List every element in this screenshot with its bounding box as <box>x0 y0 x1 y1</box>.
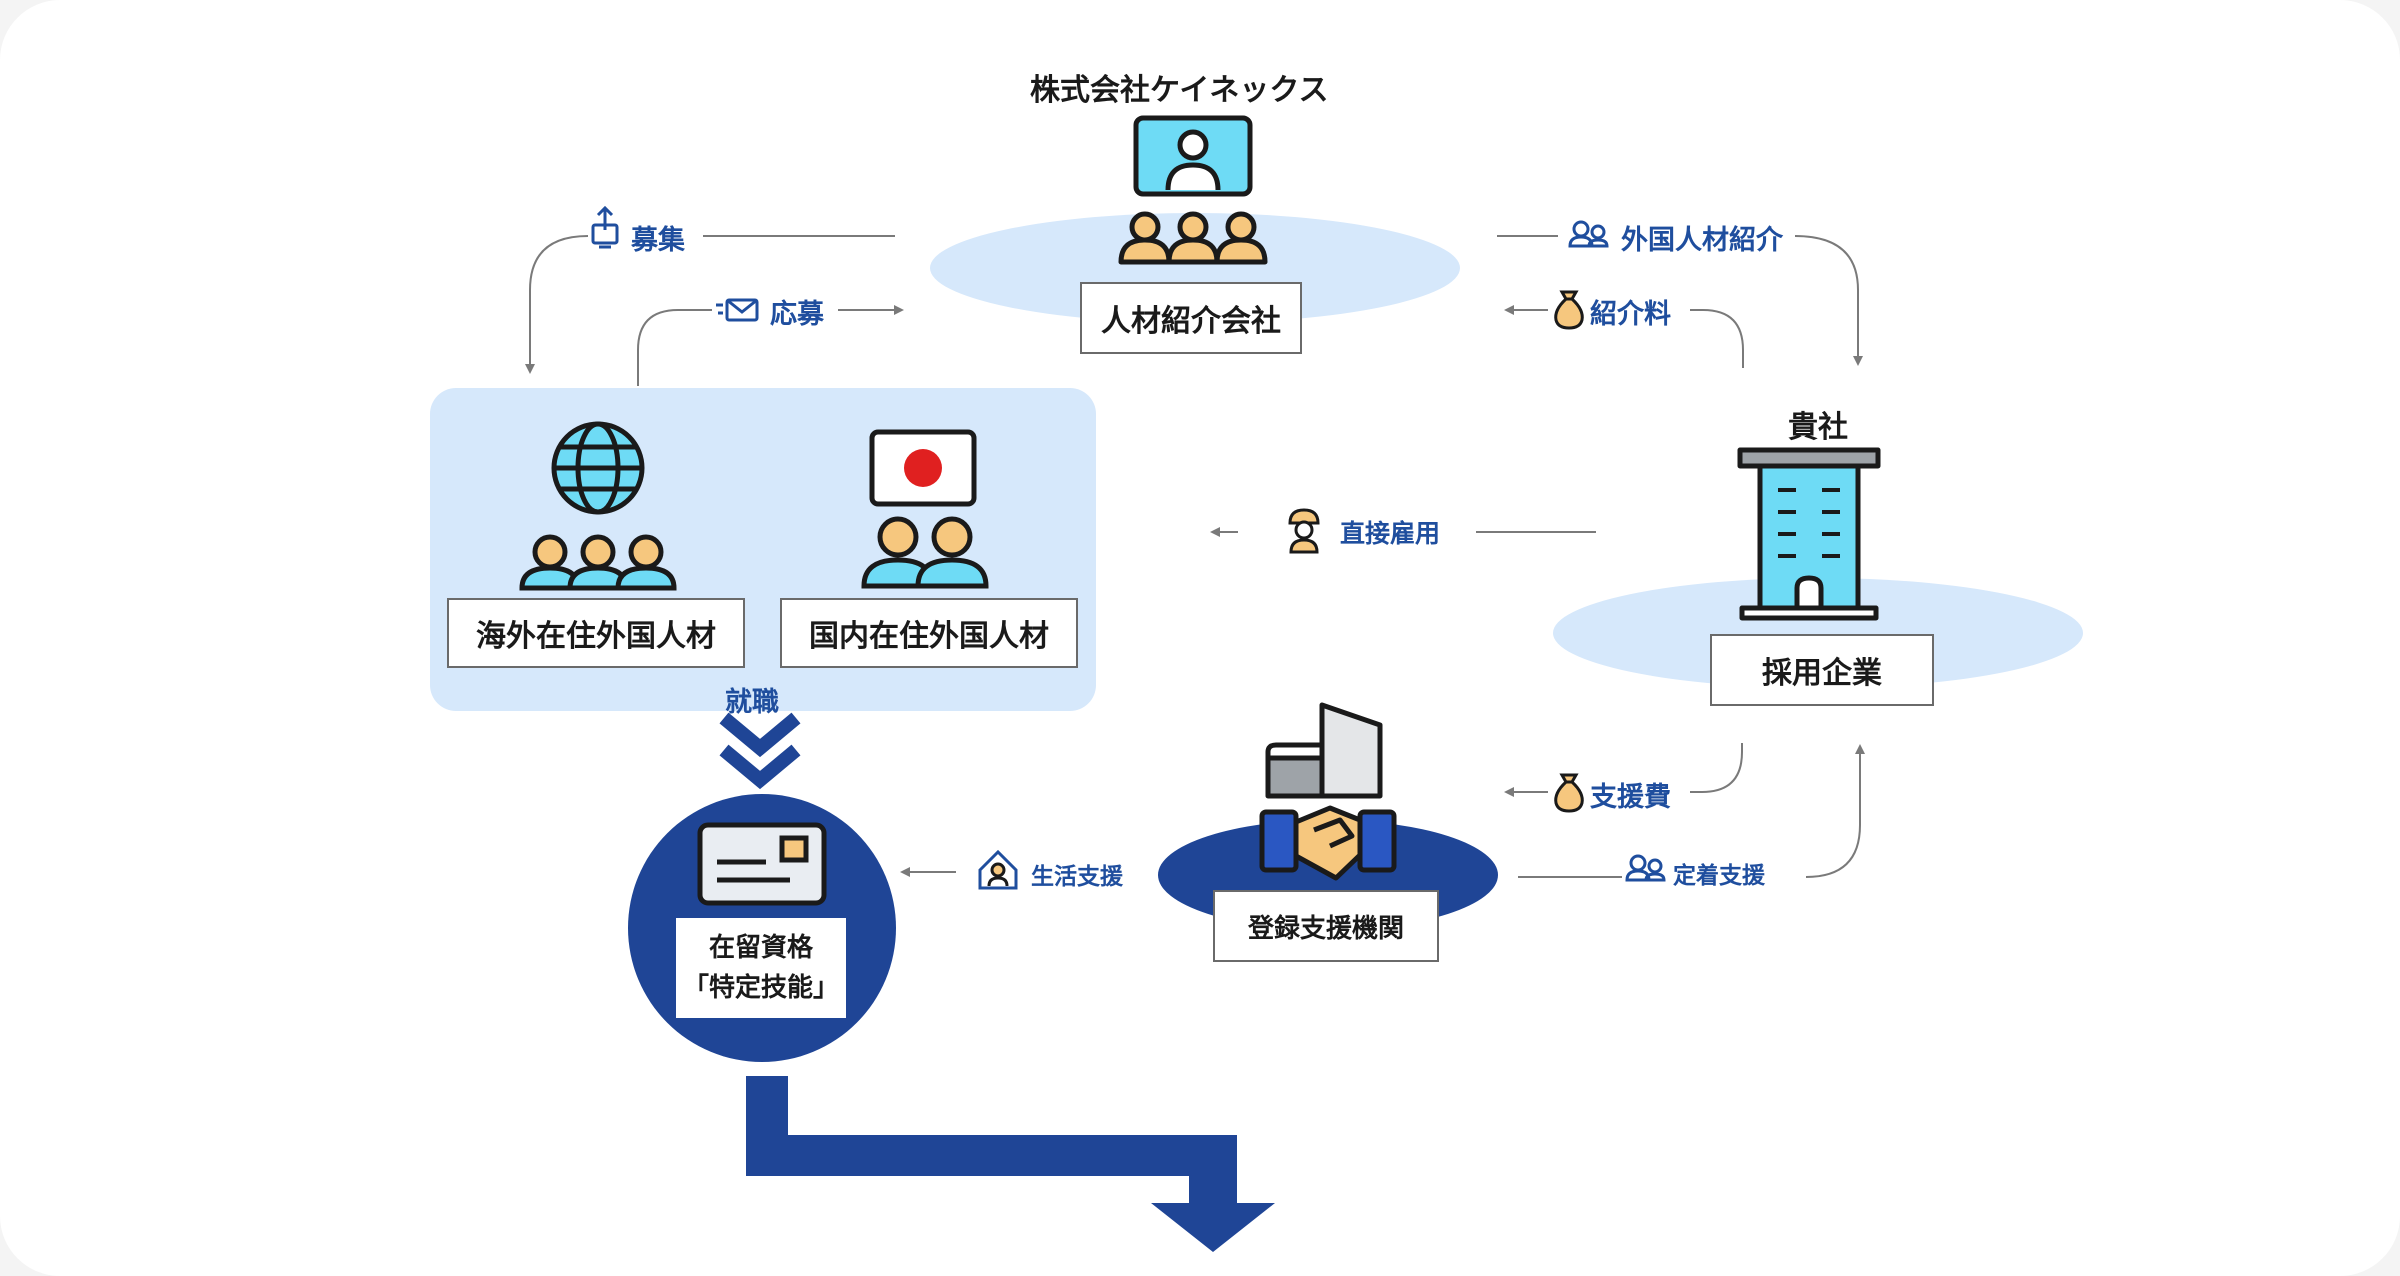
apply-label: 応募 <box>770 299 824 330</box>
visa-line2: 「特定技能」 <box>682 973 839 1003</box>
people-icon-2 <box>1625 854 1666 882</box>
money-bag-icon <box>1554 290 1584 330</box>
retention-support-label: 定着支援 <box>1673 863 1765 889</box>
agency-label: 人材紹介会社 <box>1101 304 1281 339</box>
support-org-label: 登録支援機関 <box>1247 913 1404 944</box>
company-building-icon <box>1737 447 1881 621</box>
home-support-icon <box>978 849 1018 890</box>
client-box: 採用企業 <box>1710 634 1934 706</box>
residence-card-icon <box>697 822 827 906</box>
apply-curve <box>637 309 712 386</box>
outcome-arrow <box>746 1076 1275 1252</box>
japan-flag-people-icon <box>861 429 989 589</box>
recruit-arrow <box>525 235 589 374</box>
direct-hire-label: 直接雇用 <box>1340 519 1441 548</box>
referral-arrow <box>1794 235 1863 366</box>
fee-curve <box>1690 309 1744 368</box>
support-fee-label: 支援費 <box>1590 782 1671 813</box>
domestic-box: 国内在住外国人材 <box>780 598 1078 668</box>
upload-icon <box>591 205 619 249</box>
support-fee-curve <box>1690 743 1743 793</box>
client-platform <box>1553 578 2083 688</box>
people-icon <box>1568 220 1609 248</box>
client-label: 採用企業 <box>1762 656 1882 691</box>
agency-icon <box>1118 115 1268 265</box>
handshake-buildings-icon <box>1259 702 1397 881</box>
support-org-box: 登録支援機関 <box>1213 890 1439 962</box>
money-bag-icon-2 <box>1554 773 1584 813</box>
employment-label: 就職 <box>725 687 779 718</box>
globe-people-icon <box>519 421 677 591</box>
employment-chevrons-icon <box>719 712 801 790</box>
fee-label: 紹介料 <box>1590 299 1671 330</box>
company-name: 株式会社ケイネックス <box>1030 73 1329 108</box>
client-title: 貴社 <box>1788 410 1848 445</box>
worker-icon <box>1288 508 1320 554</box>
life-support-label: 生活支援 <box>1031 864 1123 890</box>
visa-box: 在留資格 「特定技能」 <box>676 918 846 1018</box>
retention-arrow <box>1805 744 1865 878</box>
referral-label: 外国人材紹介 <box>1621 225 1783 256</box>
domestic-label: 国内在住外国人材 <box>809 619 1049 654</box>
recruit-label: 募集 <box>631 225 685 256</box>
overseas-label: 海外在住外国人材 <box>476 619 716 654</box>
mail-icon <box>716 298 759 322</box>
visa-line1: 在留資格 <box>708 933 813 963</box>
agency-box: 人材紹介会社 <box>1080 282 1302 354</box>
agency-platform <box>930 213 1460 323</box>
overseas-box: 海外在住外国人材 <box>447 598 745 668</box>
